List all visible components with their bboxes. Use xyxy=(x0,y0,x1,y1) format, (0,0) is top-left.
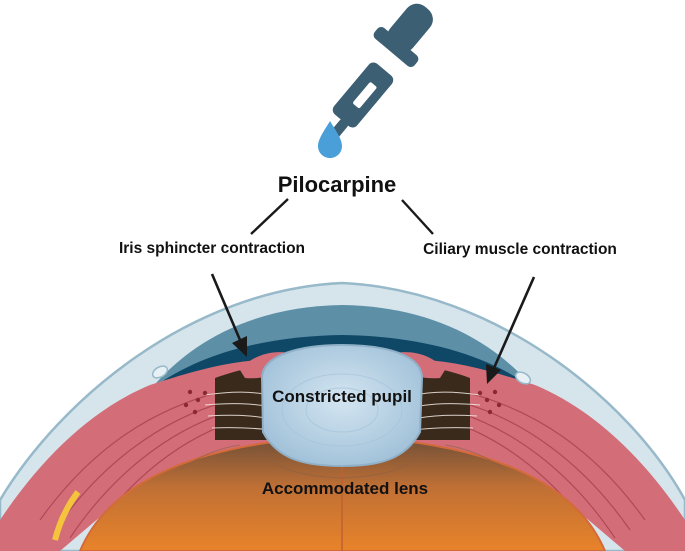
constricted-pupil xyxy=(260,343,424,468)
lens-highlight xyxy=(52,490,81,541)
pupil-label: Constricted pupil xyxy=(272,387,412,406)
eye-cross-section xyxy=(0,281,685,551)
ciliary-muscle-label: Ciliary muscle contraction xyxy=(423,241,617,258)
arrow-ciliary-muscle xyxy=(486,276,536,384)
limbus-right xyxy=(514,371,532,385)
iris-sphincter-label: Iris sphincter contraction xyxy=(119,240,305,257)
connector-line-right xyxy=(401,199,434,235)
arrow-iris-sphincter xyxy=(210,273,247,357)
connector-line-left xyxy=(250,198,289,235)
dropper-icon xyxy=(329,3,433,140)
limbus-left xyxy=(151,365,169,379)
drug-name-label: Pilocarpine xyxy=(278,172,397,197)
drop-icon xyxy=(318,121,342,158)
lens-label: Accommodated lens xyxy=(262,479,428,498)
